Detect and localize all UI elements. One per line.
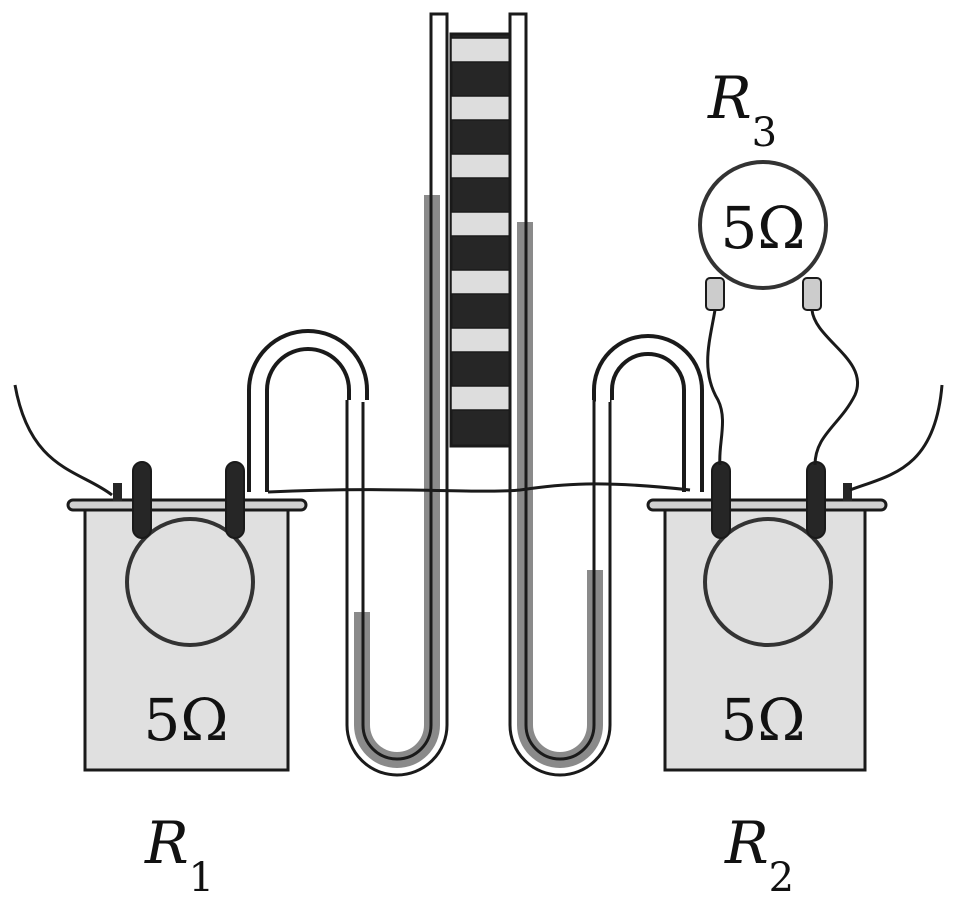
label-r1-subscript: 1 [189, 855, 214, 901]
label-r2: R2 [724, 809, 794, 901]
electrode-left-2 [225, 461, 245, 539]
wire-left-lead [13, 384, 113, 497]
container-left: 5Ω [66, 461, 308, 772]
r3-connector-left [705, 277, 725, 311]
wire-r3-right [810, 309, 859, 466]
connecting-tube-left [247, 329, 369, 492]
resistor-r2-coil [703, 517, 833, 647]
resistor-r3-coil [698, 160, 828, 290]
label-r3: R3 [707, 64, 777, 156]
resistor-r2-value: 5Ω [721, 686, 806, 754]
label-r3-symbol: R [707, 64, 752, 132]
scale-band [450, 95, 512, 121]
u-tube-left-inner-wall [361, 14, 433, 761]
label-r1: R1 [144, 809, 214, 901]
label-r2-symbol: R [724, 809, 769, 877]
u-tube-right-inner-wall [524, 14, 596, 761]
wire-r3-left [706, 309, 725, 466]
label-r1-symbol: R [144, 809, 189, 877]
u-tube-right [508, 12, 612, 777]
u-tube-left [345, 12, 449, 777]
scale-band [450, 211, 512, 237]
wires [13, 309, 944, 497]
terminal-right [843, 483, 852, 501]
u-tube-right-liquid [517, 222, 603, 768]
container-right-body [663, 503, 867, 772]
scale-band [450, 153, 512, 179]
container-right: 5Ω [646, 461, 888, 772]
resistor-r3: 5Ω [698, 160, 828, 311]
connecting-tube-right [592, 334, 704, 492]
electrode-right-1 [711, 461, 731, 539]
wire-series-link [267, 482, 691, 494]
scale-ruler [449, 32, 513, 448]
resistor-r1-value: 5Ω [144, 686, 229, 754]
scale-band [450, 269, 512, 295]
label-r3-subscript: 3 [752, 110, 777, 156]
wire-right-lead [849, 384, 944, 492]
resistor-r3-value: 5Ω [721, 194, 806, 262]
scale-band [450, 327, 512, 353]
container-left-lid [66, 498, 308, 512]
terminal-left [113, 483, 122, 501]
r3-connector-right [802, 277, 822, 311]
container-right-lid [646, 498, 888, 512]
label-r2-subscript: 2 [769, 855, 794, 901]
container-left-body [83, 503, 290, 772]
scale-band [450, 385, 512, 411]
resistor-r1-coil [125, 517, 255, 647]
scale-band [450, 37, 512, 63]
electrode-left-1 [132, 461, 152, 539]
electrode-right-2 [806, 461, 826, 539]
u-tube-left-liquid [354, 195, 440, 768]
scale-ruler-light-bands [450, 37, 512, 411]
connecting-tube-right-inner [596, 338, 700, 492]
connecting-tube-left-inner [251, 333, 365, 492]
